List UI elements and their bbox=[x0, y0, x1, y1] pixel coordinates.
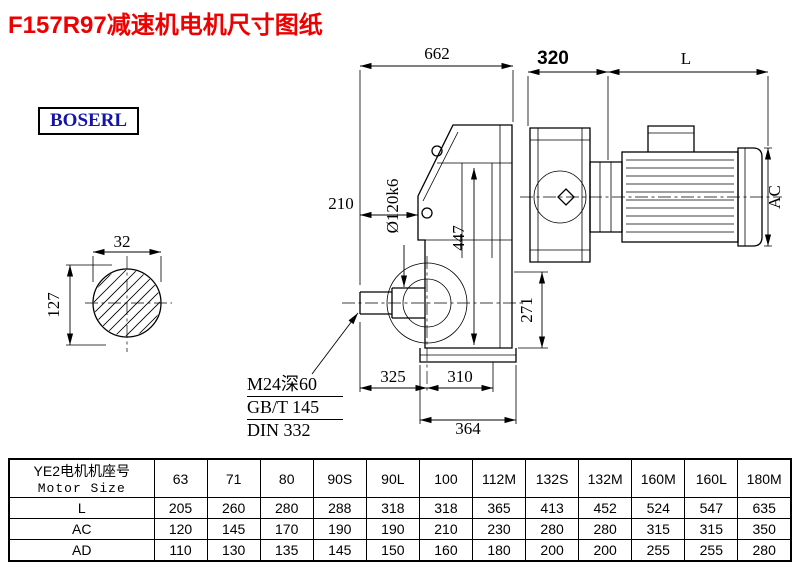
col-header: 90L bbox=[365, 458, 420, 498]
table-cell: 260 bbox=[206, 497, 261, 519]
dim-label-310: 310 bbox=[447, 367, 473, 386]
table-cell: 130 bbox=[206, 539, 261, 562]
table-cell: 200 bbox=[525, 539, 580, 562]
table-cell: 315 bbox=[631, 518, 686, 540]
table-cell: 255 bbox=[684, 539, 739, 562]
dim-label-AC: AC bbox=[765, 185, 784, 209]
table-cell: 315 bbox=[684, 518, 739, 540]
dim-label-210: 210 bbox=[328, 194, 354, 213]
col-header: 132S bbox=[525, 458, 580, 498]
dim-label-127: 127 bbox=[44, 292, 63, 318]
table-cell: 318 bbox=[365, 497, 420, 519]
dim-label-shaft-diameter: Ø120k6 bbox=[383, 179, 402, 234]
table-cell: 280 bbox=[578, 518, 633, 540]
table-cell: 170 bbox=[259, 518, 314, 540]
col-header: 180M bbox=[737, 458, 792, 498]
table-cell: 547 bbox=[684, 497, 739, 519]
table-cell: 230 bbox=[471, 518, 527, 540]
table-row-AC: AC 120 145 170 190 190 210 230 280 280 3… bbox=[8, 518, 792, 540]
dim-label-364: 364 bbox=[455, 419, 481, 438]
motor-fins bbox=[626, 159, 734, 233]
table-cell: 160 bbox=[418, 539, 473, 562]
table-cell: 120 bbox=[153, 518, 208, 540]
table-cell: 524 bbox=[631, 497, 686, 519]
col-header: 80 bbox=[259, 458, 314, 498]
table-cell: 280 bbox=[259, 497, 314, 519]
col-header: 90S bbox=[312, 458, 367, 498]
table-cell: 110 bbox=[153, 539, 208, 562]
terminal-box bbox=[647, 125, 695, 152]
header-en: Motor Size bbox=[37, 481, 126, 496]
technical-drawing: 32 127 662 210 Ø120k6 447 271 bbox=[44, 44, 784, 438]
table-cell: 150 bbox=[365, 539, 420, 562]
boserl-logo-text: BOSERL bbox=[50, 110, 128, 131]
boserl-logo: BOSERL bbox=[38, 107, 140, 135]
table-cell: 255 bbox=[631, 539, 686, 562]
table-cell: 180 bbox=[471, 539, 527, 562]
table-header-row: YE2电机机座号 Motor Size 63 71 80 90S 90L 100… bbox=[8, 458, 792, 498]
row-header: AD bbox=[8, 539, 155, 562]
row-header: L bbox=[8, 497, 155, 519]
col-header: 132M bbox=[578, 458, 633, 498]
table-cell: 200 bbox=[578, 539, 633, 562]
hatching bbox=[94, 270, 160, 336]
col-header: 160M bbox=[631, 458, 686, 498]
motor-side-view: 320 L AC bbox=[520, 48, 784, 263]
fan-cowl bbox=[737, 147, 763, 247]
motor-size-table: YE2电机机座号 Motor Size 63 71 80 90S 90L 100… bbox=[8, 458, 792, 562]
table-cell: 280 bbox=[737, 539, 792, 562]
table-cell: 190 bbox=[365, 518, 420, 540]
table-cell: 145 bbox=[312, 539, 367, 562]
col-header: 112M bbox=[471, 458, 527, 498]
table-cell: 288 bbox=[312, 497, 367, 519]
table-row-AD: AD 110 130 135 145 150 160 180 200 200 2… bbox=[8, 539, 792, 562]
col-header: 71 bbox=[206, 458, 261, 498]
table-cell: 350 bbox=[737, 518, 792, 540]
table-cell: 452 bbox=[578, 497, 633, 519]
shaft-notes: M24深60 GB/T 145 DIN 332 bbox=[247, 374, 343, 442]
note-leader-line bbox=[311, 312, 359, 375]
dim-label-447: 447 bbox=[449, 225, 468, 251]
table-cell: 413 bbox=[525, 497, 580, 519]
note-gb-standard: GB/T 145 bbox=[247, 397, 343, 420]
motor-size-header: YE2电机机座号 Motor Size bbox=[8, 458, 155, 498]
dim-label-L: L bbox=[681, 49, 691, 68]
row-header: AC bbox=[8, 518, 155, 540]
col-header: 160L bbox=[684, 458, 739, 498]
table-cell: 135 bbox=[259, 539, 314, 562]
col-header: 100 bbox=[418, 458, 473, 498]
table-cell: 145 bbox=[206, 518, 261, 540]
table-row-L: L 205 260 280 288 318 318 365 413 452 52… bbox=[8, 497, 792, 519]
table-cell: 635 bbox=[737, 497, 792, 519]
header-cn: YE2电机机座号 bbox=[33, 463, 130, 479]
dim-label-32: 32 bbox=[114, 232, 131, 251]
lifting-eye-marker bbox=[557, 188, 575, 206]
page-title: F157R97减速机电机尺寸图纸 bbox=[8, 12, 323, 39]
table-cell: 318 bbox=[418, 497, 473, 519]
dim-label-662: 662 bbox=[424, 44, 450, 63]
note-din-standard: DIN 332 bbox=[247, 420, 311, 440]
table-cell: 205 bbox=[153, 497, 208, 519]
dim-label-271: 271 bbox=[517, 297, 536, 323]
table-cell: 210 bbox=[418, 518, 473, 540]
table-cell: 280 bbox=[525, 518, 580, 540]
gearbox-front-view: 662 210 Ø120k6 447 271 325 310 364 bbox=[311, 44, 548, 438]
dim-label-320: 320 bbox=[537, 48, 569, 69]
shaft-end-view: 32 127 bbox=[44, 232, 172, 352]
dim-label-325: 325 bbox=[380, 367, 406, 386]
table-cell: 365 bbox=[471, 497, 527, 519]
table-cell: 190 bbox=[312, 518, 367, 540]
col-header: 63 bbox=[153, 458, 208, 498]
note-tapped-hole: M24深60 bbox=[247, 374, 343, 397]
